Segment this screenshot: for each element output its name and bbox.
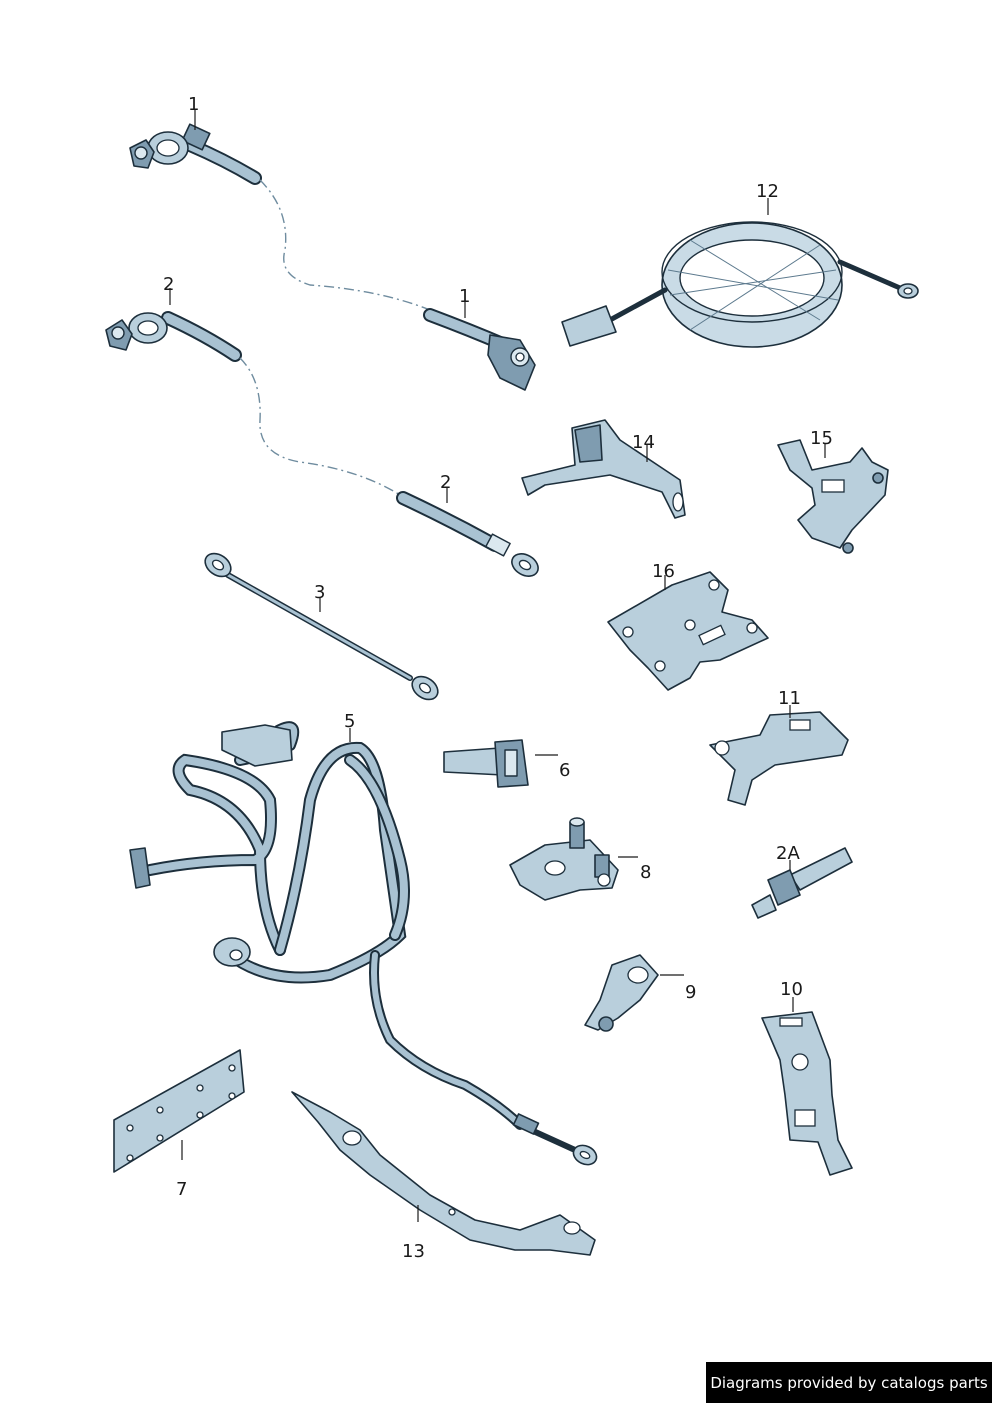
callout-5: 5 — [344, 711, 355, 732]
callout-2-top: 2 — [163, 274, 174, 295]
callout-16: 16 — [652, 561, 675, 582]
callout-labels: 1 1 2 2 3 5 6 7 8 9 10 11 12 13 14 15 16… — [163, 94, 833, 1262]
part-15-bracket — [777, 439, 889, 554]
part-10-bracket — [761, 1011, 853, 1176]
credit-banner: Diagrams provided by catalogs parts — [706, 1362, 992, 1403]
part-7-plate — [113, 1049, 245, 1173]
callout-2-lower: 2 — [440, 472, 451, 493]
callout-10: 10 — [780, 979, 803, 1000]
callout-7: 7 — [176, 1179, 187, 1200]
part-8-battery-terminal — [509, 817, 619, 901]
callout-6: 6 — [559, 760, 570, 781]
part-12-coiled-cable — [561, 221, 919, 348]
credit-text: Diagrams provided by catalogs parts — [710, 1373, 988, 1392]
callout-12: 12 — [756, 181, 779, 202]
callout-14: 14 — [632, 432, 655, 453]
part-11-bracket — [709, 711, 849, 806]
part-16-plate-bracket — [607, 571, 769, 691]
callout-1-lower: 1 — [459, 286, 470, 307]
callout-3: 3 — [314, 582, 325, 603]
callout-1-top: 1 — [188, 94, 199, 115]
leader-lines — [169, 110, 826, 1222]
callout-11: 11 — [778, 688, 801, 709]
part-13-strap-bracket — [291, 1091, 596, 1256]
part-3-ground-strap — [204, 552, 439, 701]
part-5-wiring-harness — [129, 721, 598, 1166]
part-2A-sensor — [751, 847, 853, 919]
part-9-terminal-clamp — [584, 954, 659, 1032]
part-2-battery-cable — [105, 311, 539, 577]
part-6-connector — [443, 739, 529, 788]
callout-13: 13 — [402, 1241, 425, 1262]
callout-9: 9 — [685, 982, 696, 1003]
part-14-bracket — [521, 419, 686, 519]
part-1-battery-cable — [129, 123, 536, 391]
callout-8: 8 — [640, 862, 651, 883]
callout-15: 15 — [810, 428, 833, 449]
callout-2A: 2A — [776, 843, 800, 864]
